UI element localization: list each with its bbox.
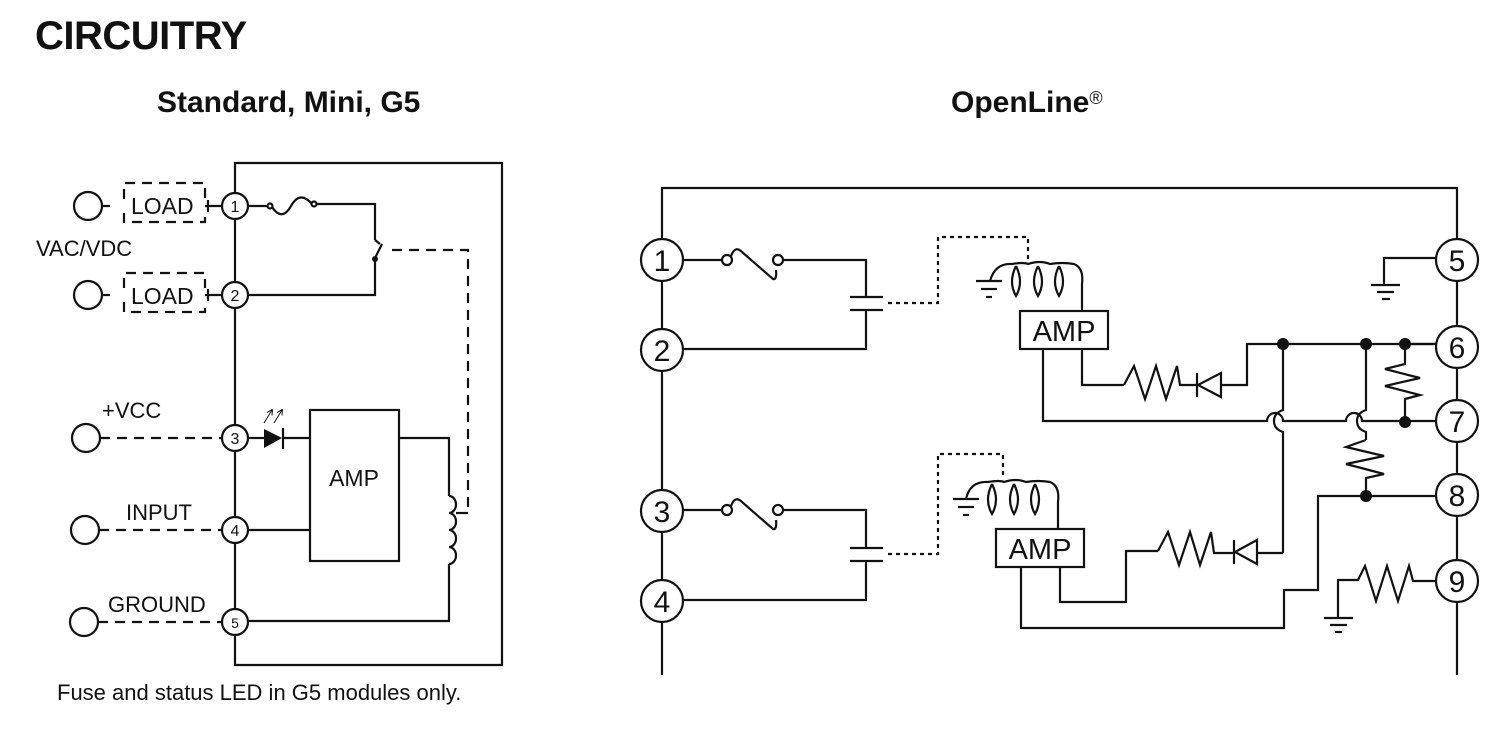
resistor-icon (1157, 528, 1234, 569)
svg-text:3: 3 (231, 431, 240, 448)
terminal-5: 5 (1434, 237, 1480, 283)
amplifier-box (1018, 309, 1110, 351)
terminal-2: 2 (639, 327, 685, 373)
external-terminal-circle (70, 422, 102, 454)
footnote: Fuse and status LED in G5 modules only. (57, 680, 462, 705)
svg-text:8: 8 (1449, 480, 1466, 513)
terminal-5: 5 (220, 607, 250, 637)
load-1: LOAD (102, 181, 222, 224)
terminal-9: 9 (1434, 558, 1480, 604)
standard-diagram-title: Standard, Mini, G5 (157, 86, 421, 119)
load-wire (316, 202, 377, 240)
wire (1019, 494, 1436, 630)
resistor-icon (1342, 438, 1385, 496)
ground-icon (1371, 283, 1400, 301)
terminal-3: 3 (220, 423, 250, 453)
svg-text:9: 9 (1449, 566, 1466, 599)
ground-icon (976, 279, 1002, 299)
svg-text:6: 6 (1449, 332, 1466, 365)
amplifier-box (308, 408, 401, 563)
amp-label: AMP (329, 465, 379, 491)
amp-label: AMP (1033, 316, 1096, 348)
terminal-6: 6 (1434, 324, 1480, 370)
resistor-icon (1123, 362, 1197, 403)
svg-text:4: 4 (231, 523, 240, 540)
wire (1058, 549, 1158, 604)
diode-icon (1232, 538, 1259, 566)
wire (683, 561, 868, 602)
terminal-2: 2 (220, 280, 250, 310)
resistor-icon (1384, 344, 1425, 422)
terminal-1: 1 (220, 191, 250, 221)
svg-text:2: 2 (231, 288, 240, 305)
terminal-4: 4 (220, 515, 250, 545)
module-frame (660, 186, 1459, 240)
openline-diagram-title: OpenLine® (951, 86, 1103, 120)
diode-icon (1195, 371, 1223, 399)
svg-text:4: 4 (654, 586, 671, 619)
external-terminal-circle (69, 514, 101, 546)
terminal-4: 4 (639, 578, 685, 624)
capacitor-icon (850, 546, 883, 563)
amplifier-box (994, 527, 1086, 569)
coil-icon (988, 260, 1084, 311)
svg-text:7: 7 (1449, 406, 1466, 439)
capacitor-icon (850, 295, 883, 312)
resistor-icon (1336, 562, 1436, 618)
load-2: LOAD (102, 271, 222, 314)
terminal-8: 8 (1434, 472, 1480, 518)
relay-coil-icon (448, 494, 458, 566)
standard-diagram: LOAD LOAD VAC/VDC +VCC INPUT GROUND 1 2 … (36, 161, 504, 667)
wire (1272, 344, 1285, 553)
amp-label: AMP (1009, 534, 1072, 566)
external-terminal-circle (72, 190, 104, 222)
supply-label: VAC/VDC (36, 236, 132, 261)
ground-icon (1324, 616, 1353, 634)
openline-title-text: OpenLine (951, 86, 1090, 119)
relay-linkage (392, 248, 470, 513)
svg-text:1: 1 (654, 245, 671, 278)
page-title: CIRCUITRY (35, 14, 247, 58)
load-label: LOAD (131, 193, 194, 219)
terminal-1: 1 (639, 237, 685, 283)
wire (1355, 344, 1368, 440)
switch-icon (683, 248, 868, 297)
fuse-icon (248, 196, 318, 216)
load-wire (248, 259, 377, 297)
svg-text:5: 5 (231, 615, 239, 631)
input-label: INPUT (126, 500, 192, 525)
svg-text:2: 2 (654, 335, 671, 368)
terminal-3: 3 (639, 488, 685, 534)
status-led-icon (248, 410, 310, 449)
module-box (233, 161, 504, 667)
external-terminal-circle (68, 606, 100, 638)
load-label: LOAD (131, 283, 194, 309)
ground-return-wire (248, 564, 451, 623)
optical-link (888, 452, 1005, 556)
external-terminal-circle (72, 279, 104, 311)
ground-label: GROUND (108, 592, 206, 617)
svg-text:5: 5 (1449, 245, 1466, 278)
ground-icon (953, 497, 979, 517)
terminal-7: 7 (1434, 398, 1480, 444)
wire (1080, 349, 1124, 387)
coil-icon (964, 478, 1060, 529)
registered-mark: ® (1089, 88, 1103, 108)
svg-text:1: 1 (231, 199, 240, 216)
openline-diagram: AMP (639, 186, 1480, 675)
wire (1221, 342, 1436, 387)
amp-output-wire (399, 436, 451, 496)
svg-text:3: 3 (654, 496, 671, 529)
optical-link (888, 235, 1030, 305)
vcc-label: +VCC (102, 398, 161, 423)
switch-icon (683, 498, 868, 548)
relay-switch-icon (372, 239, 383, 262)
wire (683, 310, 868, 351)
wire (1382, 256, 1436, 285)
